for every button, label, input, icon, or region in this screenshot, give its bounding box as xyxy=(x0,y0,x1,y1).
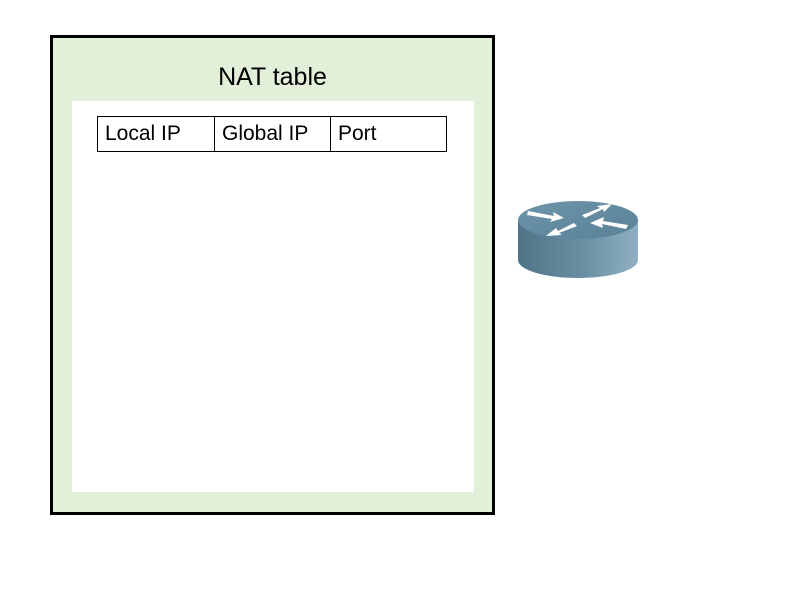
router-icon xyxy=(518,201,638,278)
nat-table-title: NAT table xyxy=(218,63,327,91)
column-header-global-ip: Global IP xyxy=(214,117,330,151)
column-header-port: Port xyxy=(330,117,446,151)
column-header-local-ip: Local IP xyxy=(105,122,181,145)
nat-table-body: Local IP Global IP Port xyxy=(72,101,474,492)
nat-table-panel: NAT table Local IP Global IP Port xyxy=(50,35,495,515)
nat-table-header-row: Local IP Global IP Port xyxy=(97,116,447,152)
